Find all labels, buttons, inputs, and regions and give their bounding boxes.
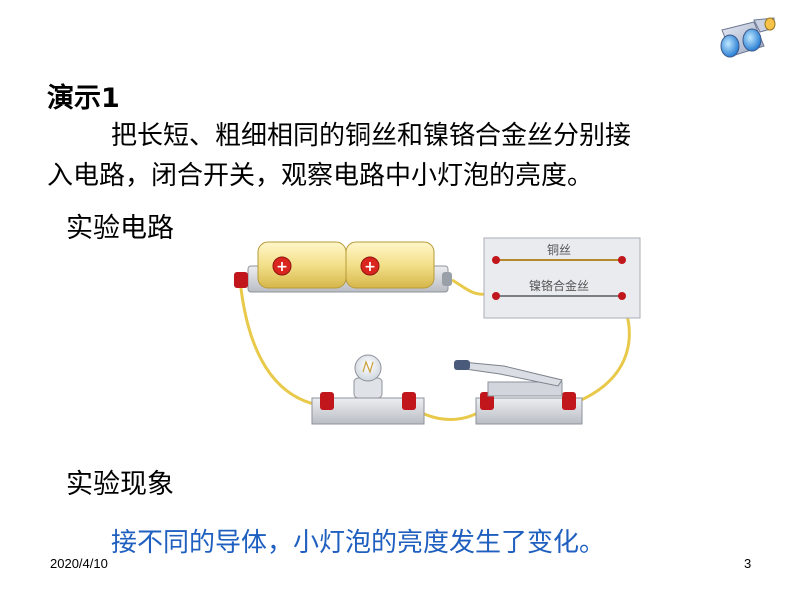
phenomenon-heading: 实验现象 xyxy=(66,469,174,500)
paragraph-line-1: 把长短、粗细相同的铜丝和镍铬合金丝分别接 xyxy=(111,121,632,151)
battery-1-plus-icon: + xyxy=(276,259,288,275)
binoculars-logo-icon xyxy=(718,16,778,64)
battery-terminal-right xyxy=(442,272,452,286)
lamp-board xyxy=(311,354,425,425)
wire-board xyxy=(483,237,641,319)
circuit-heading: 实验电路 xyxy=(66,213,174,244)
paragraph-line-2: 入电路，闭合开关，观察电路中小灯泡的亮度。 xyxy=(47,161,594,191)
slide-title: 演示1 xyxy=(47,83,120,114)
battery-1: + xyxy=(257,241,347,289)
switch-board xyxy=(454,360,583,425)
battery-terminal-left xyxy=(234,272,248,288)
battery-2-plus-icon: + xyxy=(364,259,376,275)
circuit-diagram: + + 铜丝 镍铬合金丝 xyxy=(226,228,646,437)
copper-wire-label: 铜丝 xyxy=(547,242,571,257)
conclusion-text: 接不同的导体，小灯泡的亮度发生了变化。 xyxy=(111,528,606,558)
battery-2: + xyxy=(345,241,435,289)
page-number: 3 xyxy=(744,556,752,571)
slide-date: 2020/4/10 xyxy=(50,556,108,571)
nichrome-wire-label: 镍铬合金丝 xyxy=(529,278,589,293)
